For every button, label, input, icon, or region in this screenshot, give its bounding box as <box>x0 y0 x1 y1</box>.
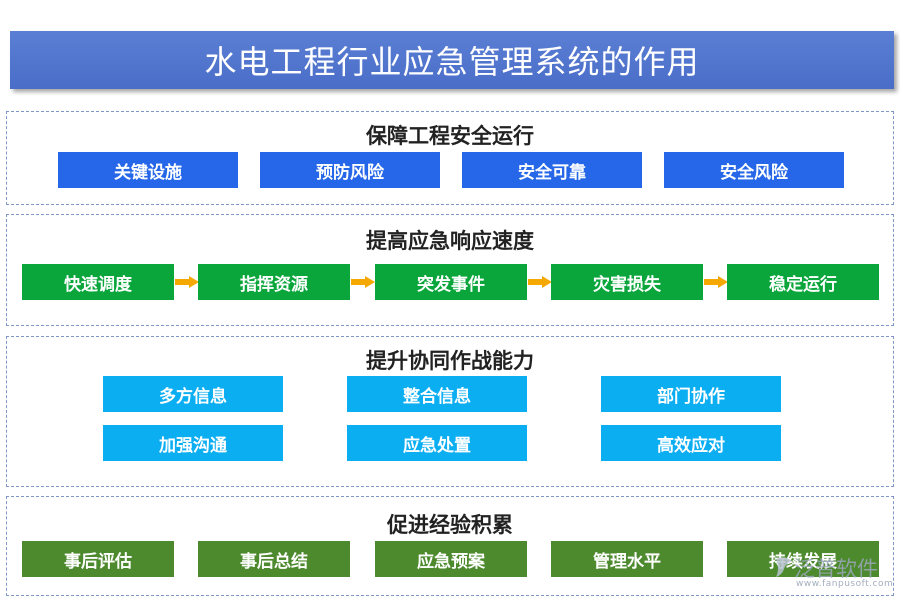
item-box: 管理水平 <box>551 541 703 577</box>
item-box: 应急预案 <box>375 541 527 577</box>
flow-step: 指挥资源 <box>198 264 350 300</box>
item-box: 部门协作 <box>601 376 781 412</box>
section-experience: 促进经验积累 事后评估 事后总结 应急预案 管理水平 持续发展 <box>6 496 894 596</box>
section-heading: 促进经验积累 <box>387 512 513 537</box>
item-box: 安全可靠 <box>462 152 642 188</box>
flow-step: 突发事件 <box>375 264 527 300</box>
item-box: 整合信息 <box>347 376 527 412</box>
item-box: 关键设施 <box>58 152 238 188</box>
watermark: 泛普软件 www.fanpusoft.com <box>772 553 896 597</box>
arrow-right-icon <box>351 276 375 288</box>
watermark-text: 泛普软件 <box>794 557 878 581</box>
item-box: 持续发展 <box>727 541 879 577</box>
flow-step: 灾害损失 <box>551 264 703 300</box>
arrow-right-icon <box>704 276 728 288</box>
section-collaboration: 提升协同作战能力 多方信息 整合信息 部门协作 加强沟通 应急处置 高效应对 <box>6 336 894 487</box>
title-banner: 水电工程行业应急管理系统的作用 <box>10 31 894 89</box>
flow-step: 快速调度 <box>22 264 174 300</box>
arrow-right-icon <box>528 276 552 288</box>
item-box: 事后评估 <box>22 541 174 577</box>
page-title: 水电工程行业应急管理系统的作用 <box>204 43 700 81</box>
arrow-right-icon <box>175 276 199 288</box>
item-box: 高效应对 <box>601 425 781 461</box>
section-heading: 提升协同作战能力 <box>366 348 534 373</box>
section-heading: 提高应急响应速度 <box>366 228 534 253</box>
flow-step: 稳定运行 <box>727 264 879 300</box>
section-safety: 保障工程安全运行 关键设施 预防风险 安全可靠 安全风险 <box>6 111 894 205</box>
item-box: 安全风险 <box>664 152 844 188</box>
item-box: 加强沟通 <box>103 425 283 461</box>
item-box: 事后总结 <box>198 541 350 577</box>
watermark-url: www.fanpusoft.com <box>796 579 894 589</box>
section-heading: 保障工程安全运行 <box>366 123 534 148</box>
section-response: 提高应急响应速度 快速调度 指挥资源 突发事件 灾害损失 稳定运行 <box>6 214 894 326</box>
item-box: 多方信息 <box>103 376 283 412</box>
item-box: 预防风险 <box>260 152 440 188</box>
item-box: 应急处置 <box>347 425 527 461</box>
watermark-logo-icon <box>776 557 792 577</box>
